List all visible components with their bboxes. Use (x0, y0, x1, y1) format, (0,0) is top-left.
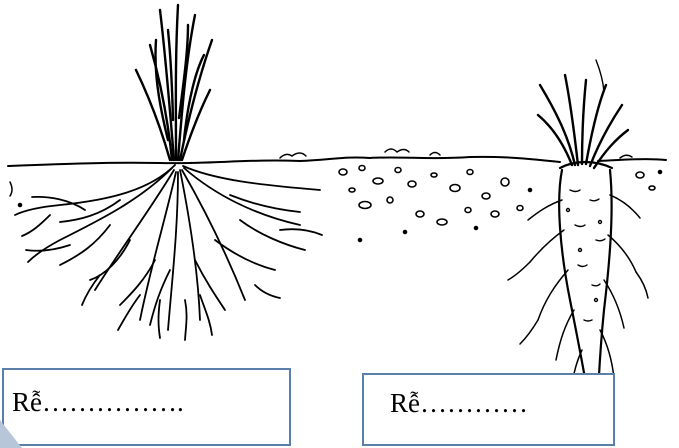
fibrous-roots (15, 165, 322, 340)
carrot-texture (567, 190, 606, 321)
label-right-text: Rễ………… (390, 390, 528, 417)
label-box-left: Rễ……………. (2, 368, 291, 446)
page-corner-mark (0, 414, 30, 448)
fibrous-plant-shoots (136, 5, 212, 160)
label-box-right: Rễ………… (362, 373, 615, 446)
label-left-text: Rễ……………. (12, 389, 184, 416)
fibrous-root-plant (15, 5, 322, 340)
carrot-leaves (538, 60, 628, 168)
